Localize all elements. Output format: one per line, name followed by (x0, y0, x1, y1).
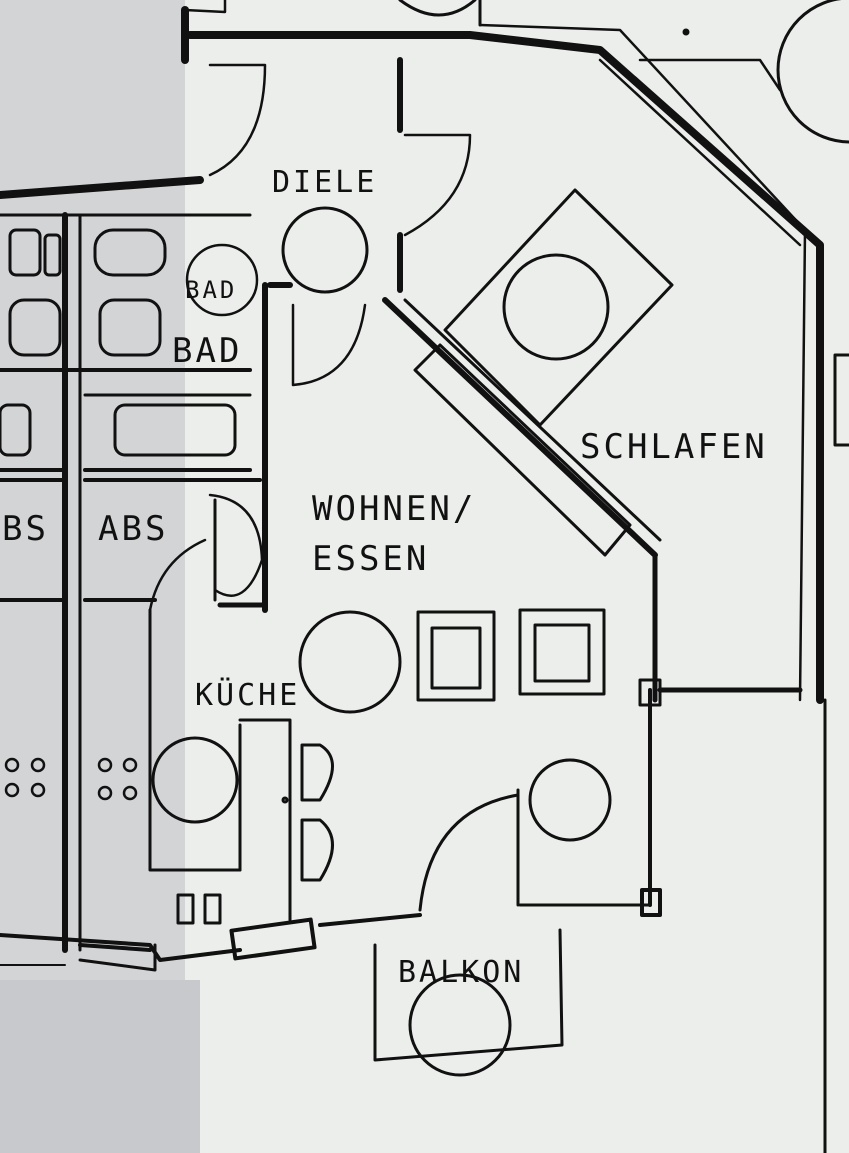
armchair-2 (518, 608, 606, 696)
label-schlafen: SCHLAFEN (580, 427, 768, 467)
label-abs-left: BS (2, 509, 49, 549)
label-balkon: BALKON (398, 955, 524, 990)
abs-area (0, 478, 268, 608)
stove-dots (4, 757, 138, 801)
neighbour-circle (776, 0, 849, 144)
schlafen-walls (652, 552, 803, 703)
label-bad-upper: BAD (185, 276, 237, 304)
dining-table (298, 610, 402, 714)
wardrobe (413, 343, 632, 557)
chair-2 (300, 818, 334, 882)
diele-table (281, 206, 369, 294)
diele-walls (262, 57, 662, 613)
bad-door-circle (185, 243, 259, 317)
schlafen-bed-circle (502, 253, 610, 361)
balkon-door (418, 678, 662, 917)
abs-door (208, 493, 264, 597)
label-bad-lower: BAD (172, 331, 242, 371)
upper-facade (183, 0, 807, 702)
bad-area (0, 212, 252, 953)
diele-doors (208, 63, 472, 387)
side-table (528, 758, 612, 842)
schlafen-bed (443, 188, 674, 427)
exterior-walls (0, 6, 827, 1153)
balkon (373, 928, 564, 1077)
label-kueche: KÜCHE (195, 677, 300, 713)
label-wohnen-line2: ESSEN (312, 539, 429, 579)
fold-shadow-lower (0, 980, 200, 1153)
label-abs-right: ABS (98, 509, 168, 549)
wohnen-furniture (298, 608, 612, 882)
label-wohnen-line1: WOHNEN/ (312, 489, 476, 529)
armchair-1 (416, 610, 496, 702)
kueche-area (148, 608, 292, 925)
chair-1 (300, 743, 334, 802)
label-diele: DIELE (272, 165, 377, 200)
lower-facade (0, 913, 422, 972)
